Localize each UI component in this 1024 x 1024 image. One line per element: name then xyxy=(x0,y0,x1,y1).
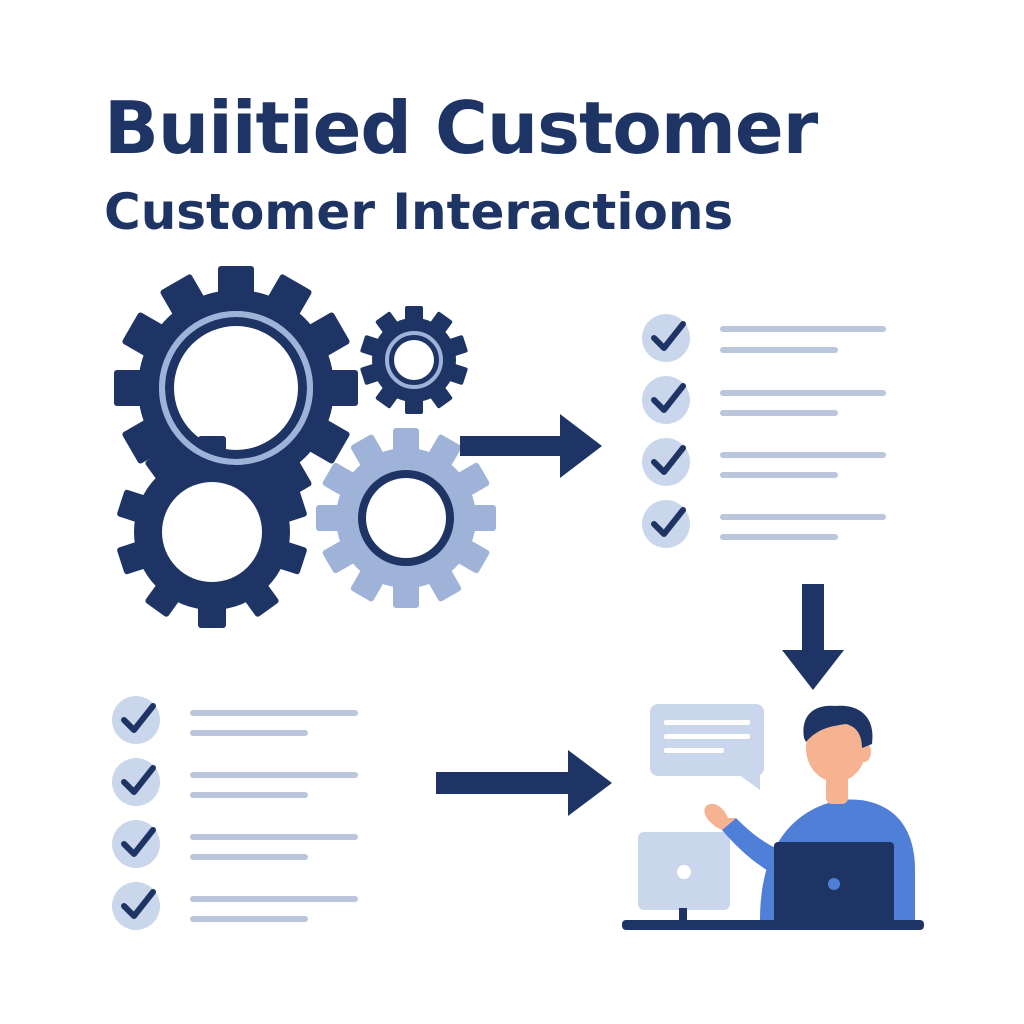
gears-cluster xyxy=(114,266,496,628)
page-subtitle: Customer Interactions xyxy=(104,183,734,241)
check-item xyxy=(112,758,358,806)
check-item xyxy=(642,438,886,486)
arrow-right-bottom-icon xyxy=(436,750,612,816)
page-title: Buiitied Customer xyxy=(104,86,818,170)
light-gear-icon xyxy=(316,428,496,608)
check-item xyxy=(112,882,358,930)
checklist-bottom xyxy=(112,696,358,930)
support-scene xyxy=(622,704,924,930)
check-item xyxy=(642,500,886,548)
check-item xyxy=(112,820,358,868)
check-item xyxy=(642,376,886,424)
check-item xyxy=(112,696,358,744)
arrow-down-icon xyxy=(782,584,844,690)
lower-gear-icon xyxy=(117,436,307,628)
laptop-icon xyxy=(774,842,894,926)
large-gear-icon xyxy=(114,266,358,510)
chat-bubble-icon xyxy=(650,704,764,790)
desk xyxy=(622,920,924,930)
small-gear-icon xyxy=(360,306,468,414)
monitor-icon xyxy=(638,832,730,922)
arrow-right-top-icon xyxy=(460,414,602,478)
checklist-top xyxy=(642,314,886,548)
check-item xyxy=(642,314,886,362)
